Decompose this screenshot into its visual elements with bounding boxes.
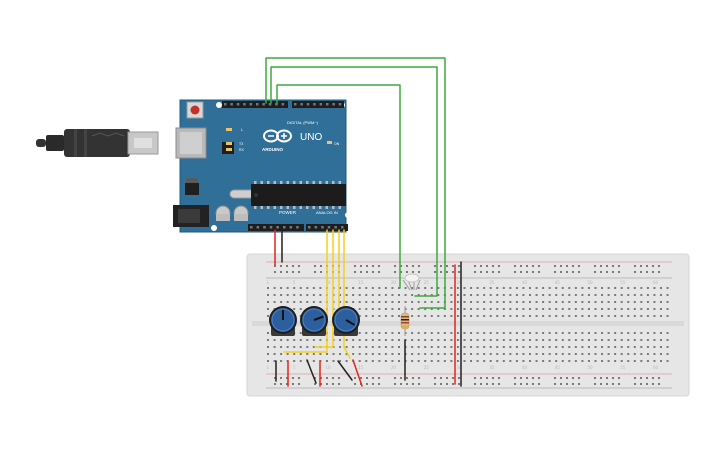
column-number: 5 xyxy=(293,280,296,285)
column-number: 50 xyxy=(587,280,593,285)
column-number: 55 xyxy=(620,365,626,370)
on-label: ON xyxy=(334,142,340,146)
tx-led xyxy=(226,142,232,145)
analog-header-label: ANALOG IN xyxy=(316,210,338,215)
brand-label: ARDUINO xyxy=(262,147,283,152)
wires[interactable] xyxy=(265,57,462,387)
column-number: 55 xyxy=(620,280,626,285)
column-number: 35 xyxy=(489,280,495,285)
column-number: 45 xyxy=(555,280,561,285)
tx-label: TX xyxy=(239,142,244,146)
breadboard-column-numbers: 1155101015152020252530303535404045455050… xyxy=(267,280,659,370)
yellow-wire-a1[interactable] xyxy=(314,229,334,348)
rgb-led[interactable] xyxy=(402,273,421,291)
column-number: 20 xyxy=(391,280,397,285)
column-number: 20 xyxy=(391,365,397,370)
column-number: 25 xyxy=(424,280,430,285)
column-number: 30 xyxy=(456,365,462,370)
breadboard[interactable]: 1155101015152020252530303535404045455050… xyxy=(246,253,690,397)
yellow-wire-a0[interactable] xyxy=(283,229,328,353)
digital-header-label: DIGITAL (PWM~) xyxy=(287,120,319,125)
column-number: 40 xyxy=(522,365,528,370)
atmega-chip xyxy=(251,181,346,209)
column-number: 35 xyxy=(489,365,495,370)
on-led xyxy=(327,141,332,144)
column-number: 30 xyxy=(456,280,462,285)
pot-3[interactable] xyxy=(332,306,360,336)
black-wire-pot3[interactable] xyxy=(337,360,353,381)
column-number: 5 xyxy=(293,365,296,370)
column-number: 10 xyxy=(325,280,331,285)
analog-header[interactable] xyxy=(306,224,348,231)
reset-button[interactable] xyxy=(186,101,204,119)
column-number: 50 xyxy=(587,365,593,370)
l-label: L xyxy=(241,128,243,132)
column-number: 45 xyxy=(555,365,561,370)
model-label: UNO xyxy=(300,132,322,143)
red-wire-pot3[interactable] xyxy=(352,359,363,387)
column-number: 60 xyxy=(653,365,659,370)
green-wire-1[interactable] xyxy=(265,57,446,309)
column-number: 40 xyxy=(522,280,528,285)
power-header[interactable] xyxy=(248,224,304,231)
column-number: 60 xyxy=(653,280,659,285)
usb-cable xyxy=(36,129,159,157)
black-wire-pot2[interactable] xyxy=(306,359,317,384)
resistor[interactable] xyxy=(400,306,410,336)
column-number: 10 xyxy=(325,365,331,370)
l-led xyxy=(226,128,232,131)
column-number: 15 xyxy=(358,365,364,370)
power-header-label: POWER xyxy=(279,210,297,215)
arduino-logo xyxy=(263,129,292,143)
green-wire-3[interactable] xyxy=(276,84,401,289)
column-number: 15 xyxy=(358,280,364,285)
yellow-wire-a3[interactable] xyxy=(343,229,351,359)
arduino-uno-board[interactable]: UNO ARDUINO DIGITAL (PWM~) POWER ANALOG … xyxy=(36,99,351,233)
pot-2[interactable] xyxy=(300,306,328,336)
rx-led xyxy=(226,148,232,151)
column-number: 1 xyxy=(267,280,270,285)
green-wire-2[interactable] xyxy=(270,66,438,297)
rx-label: RX xyxy=(239,148,245,152)
digital-header[interactable] xyxy=(222,101,344,108)
column-number: 25 xyxy=(424,365,430,370)
pot-1[interactable] xyxy=(269,306,297,336)
column-number: 1 xyxy=(267,365,270,370)
